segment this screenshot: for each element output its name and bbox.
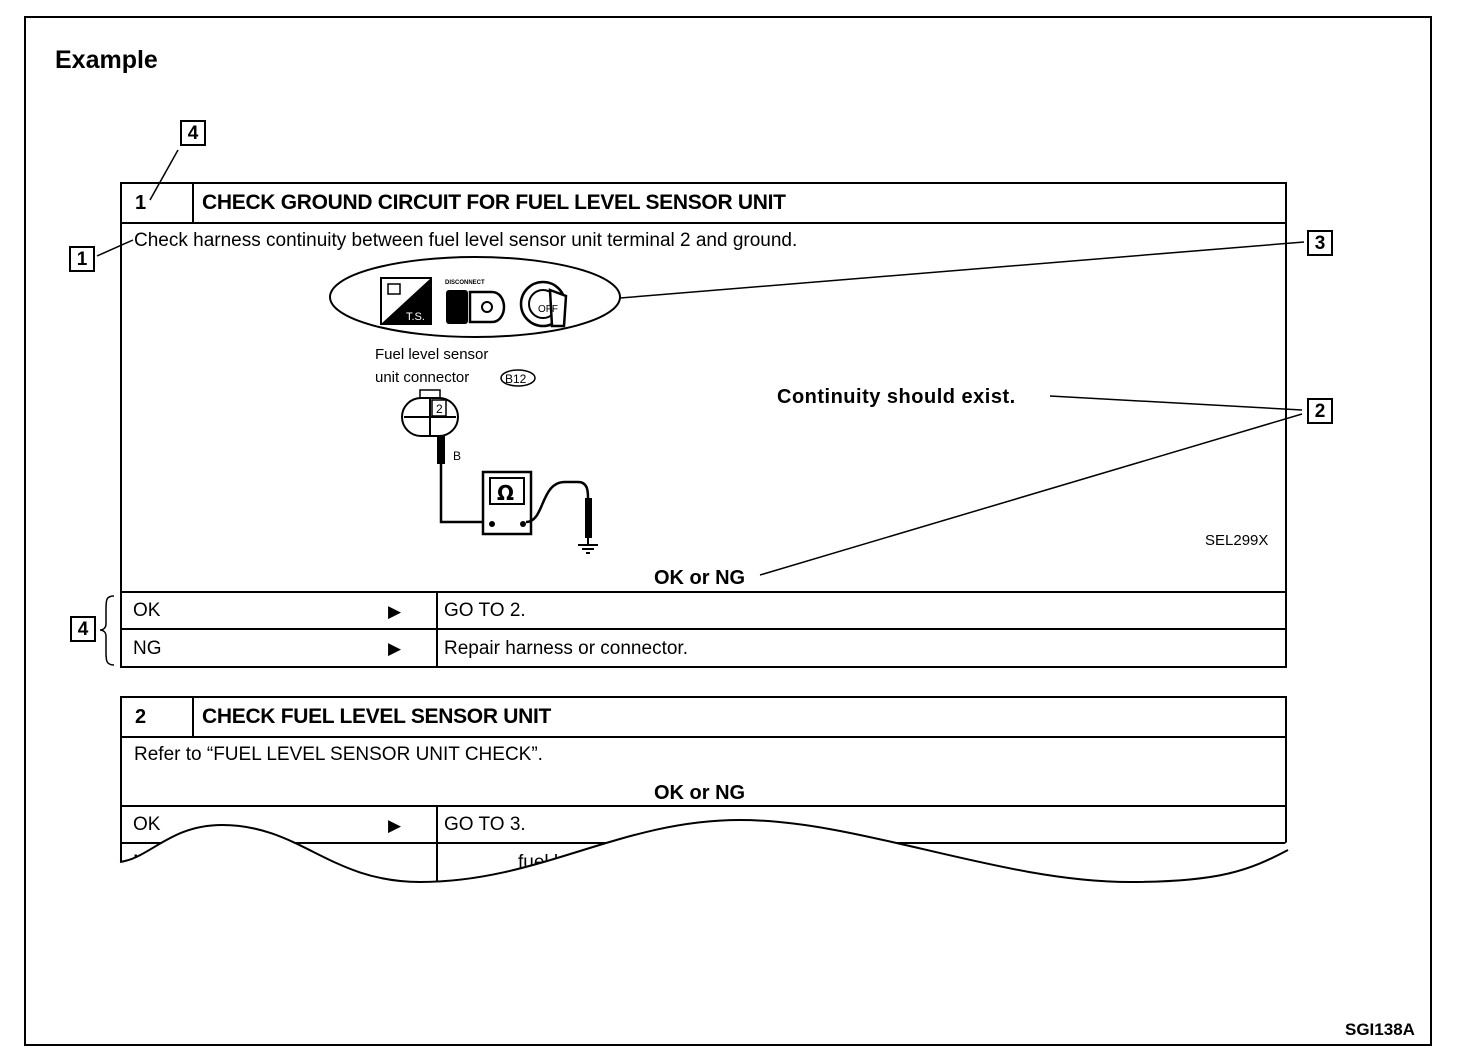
step1-result-row-ng: NG ▶ Repair harness or connector. — [122, 630, 1285, 667]
page-title: Example — [55, 46, 158, 74]
meter-symbol: Ω — [497, 481, 514, 505]
brace — [99, 595, 115, 666]
ignition-off-icon: OFF — [519, 280, 568, 328]
torn-edge — [118, 820, 1290, 1000]
probe — [437, 436, 445, 464]
step1-results: OK ▶ GO TO 2. NG ▶ Repair harness or conne… — [122, 591, 1285, 667]
callout-3: 3 — [1307, 230, 1333, 256]
figure-code: SGI138A — [1345, 1020, 1415, 1039]
step1-header: 1 CHECK GROUND CIRCUIT FOR FUEL LEVEL SE… — [122, 184, 1285, 224]
step1-box: 1 CHECK GROUND CIRCUIT FOR FUEL LEVEL SE… — [120, 182, 1287, 668]
callout-4-brace: 4 — [70, 616, 96, 642]
leader-line-4-top — [149, 149, 179, 201]
connector-label-1: Fuel level sensor — [375, 346, 488, 363]
step1-diagram-code: SEL299X — [1205, 532, 1269, 549]
step1-spec: Continuity should exist. — [777, 386, 1016, 408]
step1-instruction: Check harness continuity between fuel le… — [134, 230, 798, 251]
step1-result-row-ok: OK ▶ GO TO 2. — [122, 593, 1285, 630]
result-label: OK — [133, 813, 161, 835]
connector-code-badge — [500, 369, 536, 387]
wire-left — [439, 464, 490, 524]
result-action: GO TO 2. — [444, 599, 526, 621]
ohmmeter-icon: Ω — [481, 470, 533, 536]
step2-title: CHECK FUEL LEVEL SENSOR UNIT — [202, 705, 552, 728]
arrow-right-icon: ▶ — [388, 639, 402, 658]
off-label: OFF — [538, 304, 558, 315]
ground-symbol-icon — [578, 538, 598, 554]
arrow-right-icon: ▶ — [388, 602, 402, 621]
harness-icon: T.S. — [380, 277, 432, 325]
callout-2: 2 — [1307, 398, 1333, 424]
connector-icon: 2 — [401, 389, 459, 437]
disconnect-label: DISCONNECT — [445, 280, 485, 286]
leader-line-1 — [96, 239, 134, 257]
ts-label: T.S. — [406, 311, 425, 323]
wire-right — [525, 480, 590, 524]
step1-title: CHECK GROUND CIRCUIT FOR FUEL LEVEL SENS… — [202, 191, 786, 214]
step2-number: 2 — [122, 698, 194, 736]
arrow-right-icon: ▶ — [388, 816, 402, 835]
connector-code: B12 — [505, 372, 527, 386]
page-frame — [24, 16, 1432, 1046]
connector-label-2: unit connector — [375, 369, 469, 386]
result-action: GO TO 3. — [444, 813, 526, 835]
result-label: NG — [133, 637, 162, 659]
step2-instruction: Refer to “FUEL LEVEL SENSOR UNIT CHECK”. — [134, 744, 543, 765]
leader-line-2b — [759, 413, 1303, 576]
leader-line-3 — [619, 241, 1305, 299]
leader-line-2a — [1049, 395, 1303, 411]
step1-number: 1 — [122, 184, 194, 222]
callout-4-top: 4 — [180, 120, 206, 146]
step2-header: 2 CHECK FUEL LEVEL SENSOR UNIT — [122, 698, 1285, 738]
callout-1: 1 — [69, 246, 95, 272]
probe-ground — [585, 498, 592, 538]
wire-color: B — [453, 449, 461, 463]
result-action: Repair harness or connector. — [444, 637, 688, 659]
step1-result-prompt: OK or NG — [654, 567, 746, 589]
terminal-number: 2 — [436, 402, 443, 416]
result-label: OK — [133, 599, 161, 621]
disconnect-icon: DISCONNECT — [445, 280, 506, 324]
wavy-line — [119, 818, 1289, 884]
step2-result-prompt: OK or NG — [654, 782, 746, 804]
